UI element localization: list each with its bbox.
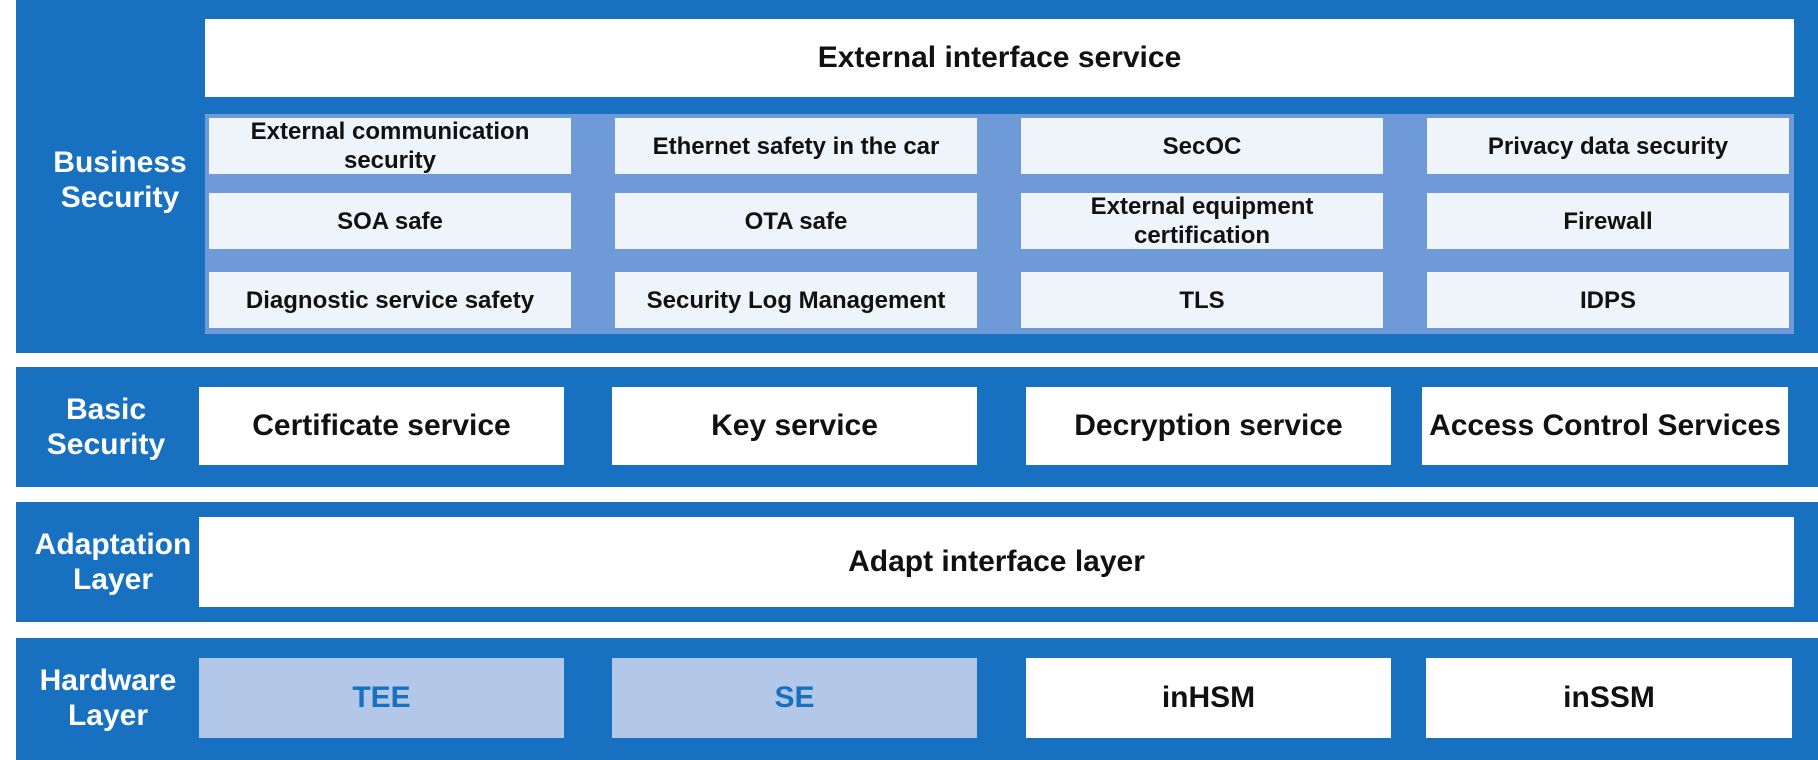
cell-soa-safe: SOA safe [209,193,571,249]
cell-external-equipment-certification: External equipment certification [1021,193,1383,249]
key-service: Key service [612,387,977,465]
cell-ethernet-safety: Ethernet safety in the car [615,118,977,174]
certificate-service: Certificate service [199,387,564,465]
business-security-label: Business Security [53,146,187,214]
access-control-services: Access Control Services [1422,387,1788,465]
hardware-se: SE [612,658,977,738]
cell-firewall: Firewall [1427,193,1789,249]
cell-ota-safe: OTA safe [615,193,977,249]
cell-diagnostic-service-safety: Diagnostic service safety [209,272,571,328]
hardware-inhsm: inHSM [1026,658,1391,738]
adapt-interface-layer: Adapt interface layer [199,517,1794,607]
hardware-layer-label: Hardware Layer [39,664,177,732]
cell-tls: TLS [1021,272,1383,328]
basic-security-label: Basic Security [46,393,166,461]
external-interface-service: External interface service [205,19,1794,97]
cell-secoc: SecOC [1021,118,1383,174]
cell-security-log-management: Security Log Management [615,272,977,328]
hardware-inssm: inSSM [1426,658,1792,738]
adaptation-layer-label: Adaptation Layer [34,528,192,596]
hardware-tee: TEE [199,658,564,738]
cell-privacy-data-security: Privacy data security [1427,118,1789,174]
cell-external-communication-security: External communication security [209,118,571,174]
decryption-service: Decryption service [1026,387,1391,465]
cell-idps: IDPS [1427,272,1789,328]
